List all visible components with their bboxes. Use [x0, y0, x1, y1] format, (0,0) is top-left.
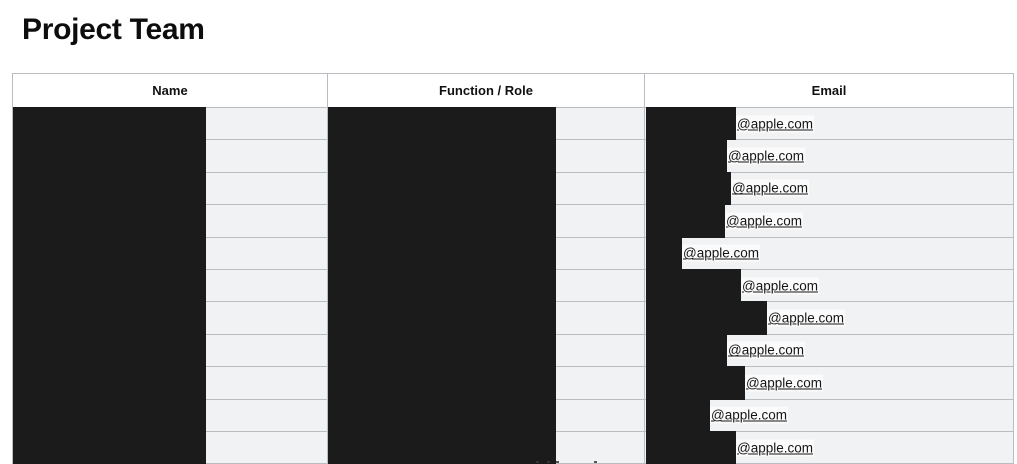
redacted-function-role: [328, 171, 556, 206]
redacted-name: [13, 236, 206, 270]
redacted-email-local-part: [646, 333, 727, 368]
table-row: @apple.com: [12, 366, 1014, 400]
redacted-email-local-part: [646, 398, 710, 432]
redacted-email-local-part: [646, 301, 767, 335]
cell-name: [12, 268, 328, 303]
cell-email: @apple.com: [644, 204, 1014, 238]
column-header-function-role[interactable]: Function / Role: [327, 73, 645, 108]
redacted-function-role: [328, 268, 556, 303]
cell-email: @apple.com: [644, 268, 1014, 303]
cell-function-role: [327, 236, 645, 270]
redacted-name: [13, 107, 206, 141]
cell-email: @apple.com: [644, 366, 1014, 400]
email-domain-link[interactable]: @apple.com: [736, 439, 814, 457]
cell-name: [12, 204, 328, 238]
redacted-function-role: [328, 139, 556, 173]
redacted-name: [13, 301, 206, 335]
email-domain-link[interactable]: @apple.com: [736, 115, 814, 133]
redacted-email-local-part: [646, 171, 731, 206]
redaction-artifact: [594, 461, 597, 464]
redacted-function-role: [328, 236, 556, 270]
table-row: @apple.com: [12, 106, 1014, 141]
email-domain-link[interactable]: @apple.com: [727, 341, 805, 359]
redacted-email-local-part: [646, 430, 736, 464]
redaction-artifact: [547, 461, 550, 464]
cell-function-role: [327, 106, 645, 141]
cell-function-role: [327, 366, 645, 400]
email-domain-link[interactable]: @apple.com: [710, 406, 788, 424]
redacted-name: [13, 171, 206, 206]
table-row: @apple.com: [12, 398, 1014, 432]
cell-email: @apple.com: [644, 430, 1014, 464]
redacted-email-local-part: [646, 107, 736, 141]
project-team-table: Name Function / Role Email @apple.com@ap…: [12, 73, 1014, 464]
cell-email: @apple.com: [644, 106, 1014, 141]
cell-name: [12, 236, 328, 270]
cell-function-role: [327, 171, 645, 206]
cell-function-role: [327, 268, 645, 303]
table-row: @apple.com: [12, 333, 1014, 368]
redacted-function-role: [328, 301, 556, 335]
cell-email: @apple.com: [644, 333, 1014, 368]
redaction-artifact: [556, 461, 559, 464]
redacted-email-local-part: [646, 204, 725, 238]
redacted-name: [13, 333, 206, 368]
table-row: @apple.com: [12, 236, 1014, 270]
redacted-name: [13, 139, 206, 173]
cell-email: @apple.com: [644, 139, 1014, 173]
cell-email: @apple.com: [644, 301, 1014, 335]
cell-email: @apple.com: [644, 236, 1014, 270]
cell-function-role: [327, 204, 645, 238]
table-row: @apple.com: [12, 204, 1014, 238]
cell-name: [12, 171, 328, 206]
redacted-email-local-part: [646, 139, 727, 173]
cell-name: [12, 366, 328, 400]
cell-name: [12, 301, 328, 335]
cell-function-role: [327, 301, 645, 335]
table-row: @apple.com: [12, 171, 1014, 206]
redacted-name: [13, 204, 206, 238]
redacted-function-role: [328, 366, 556, 400]
cell-email: @apple.com: [644, 398, 1014, 432]
email-domain-link[interactable]: @apple.com: [767, 309, 845, 327]
table-row: @apple.com: [12, 268, 1014, 303]
table-row: @apple.com: [12, 139, 1014, 173]
redacted-function-role: [328, 107, 556, 141]
table-row: @apple.com: [12, 301, 1014, 335]
redacted-name: [13, 398, 206, 432]
redacted-email-local-part: [646, 236, 682, 270]
table-header-row: Name Function / Role Email: [12, 73, 1014, 108]
cell-name: [12, 139, 328, 173]
email-domain-link[interactable]: @apple.com: [727, 147, 805, 165]
cell-function-role: [327, 139, 645, 173]
cell-email: @apple.com: [644, 171, 1014, 206]
column-header-email[interactable]: Email: [644, 73, 1014, 108]
redacted-email-local-part: [646, 268, 741, 303]
redacted-name: [13, 430, 206, 464]
email-domain-link[interactable]: @apple.com: [731, 179, 809, 197]
email-domain-link[interactable]: @apple.com: [741, 277, 819, 295]
cell-name: [12, 398, 328, 432]
column-header-name[interactable]: Name: [12, 73, 328, 108]
cell-name: [12, 333, 328, 368]
cell-function-role: [327, 398, 645, 432]
redacted-name: [13, 268, 206, 303]
page-title: Project Team: [22, 13, 205, 46]
cell-function-role: [327, 333, 645, 368]
redacted-function-role: [328, 333, 556, 368]
redacted-email-local-part: [646, 366, 745, 400]
table-body: @apple.com @apple.com @apple.com @apple.com…: [12, 106, 1014, 464]
email-domain-link[interactable]: @apple.com: [725, 212, 803, 230]
redacted-function-role: [328, 204, 556, 238]
redacted-function-role: [328, 398, 556, 432]
cell-name: [12, 106, 328, 141]
redacted-name: [13, 366, 206, 400]
redaction-artifact: [536, 461, 539, 464]
redacted-function-role: [328, 430, 556, 464]
email-domain-link[interactable]: @apple.com: [682, 244, 760, 262]
email-domain-link[interactable]: @apple.com: [745, 374, 823, 392]
